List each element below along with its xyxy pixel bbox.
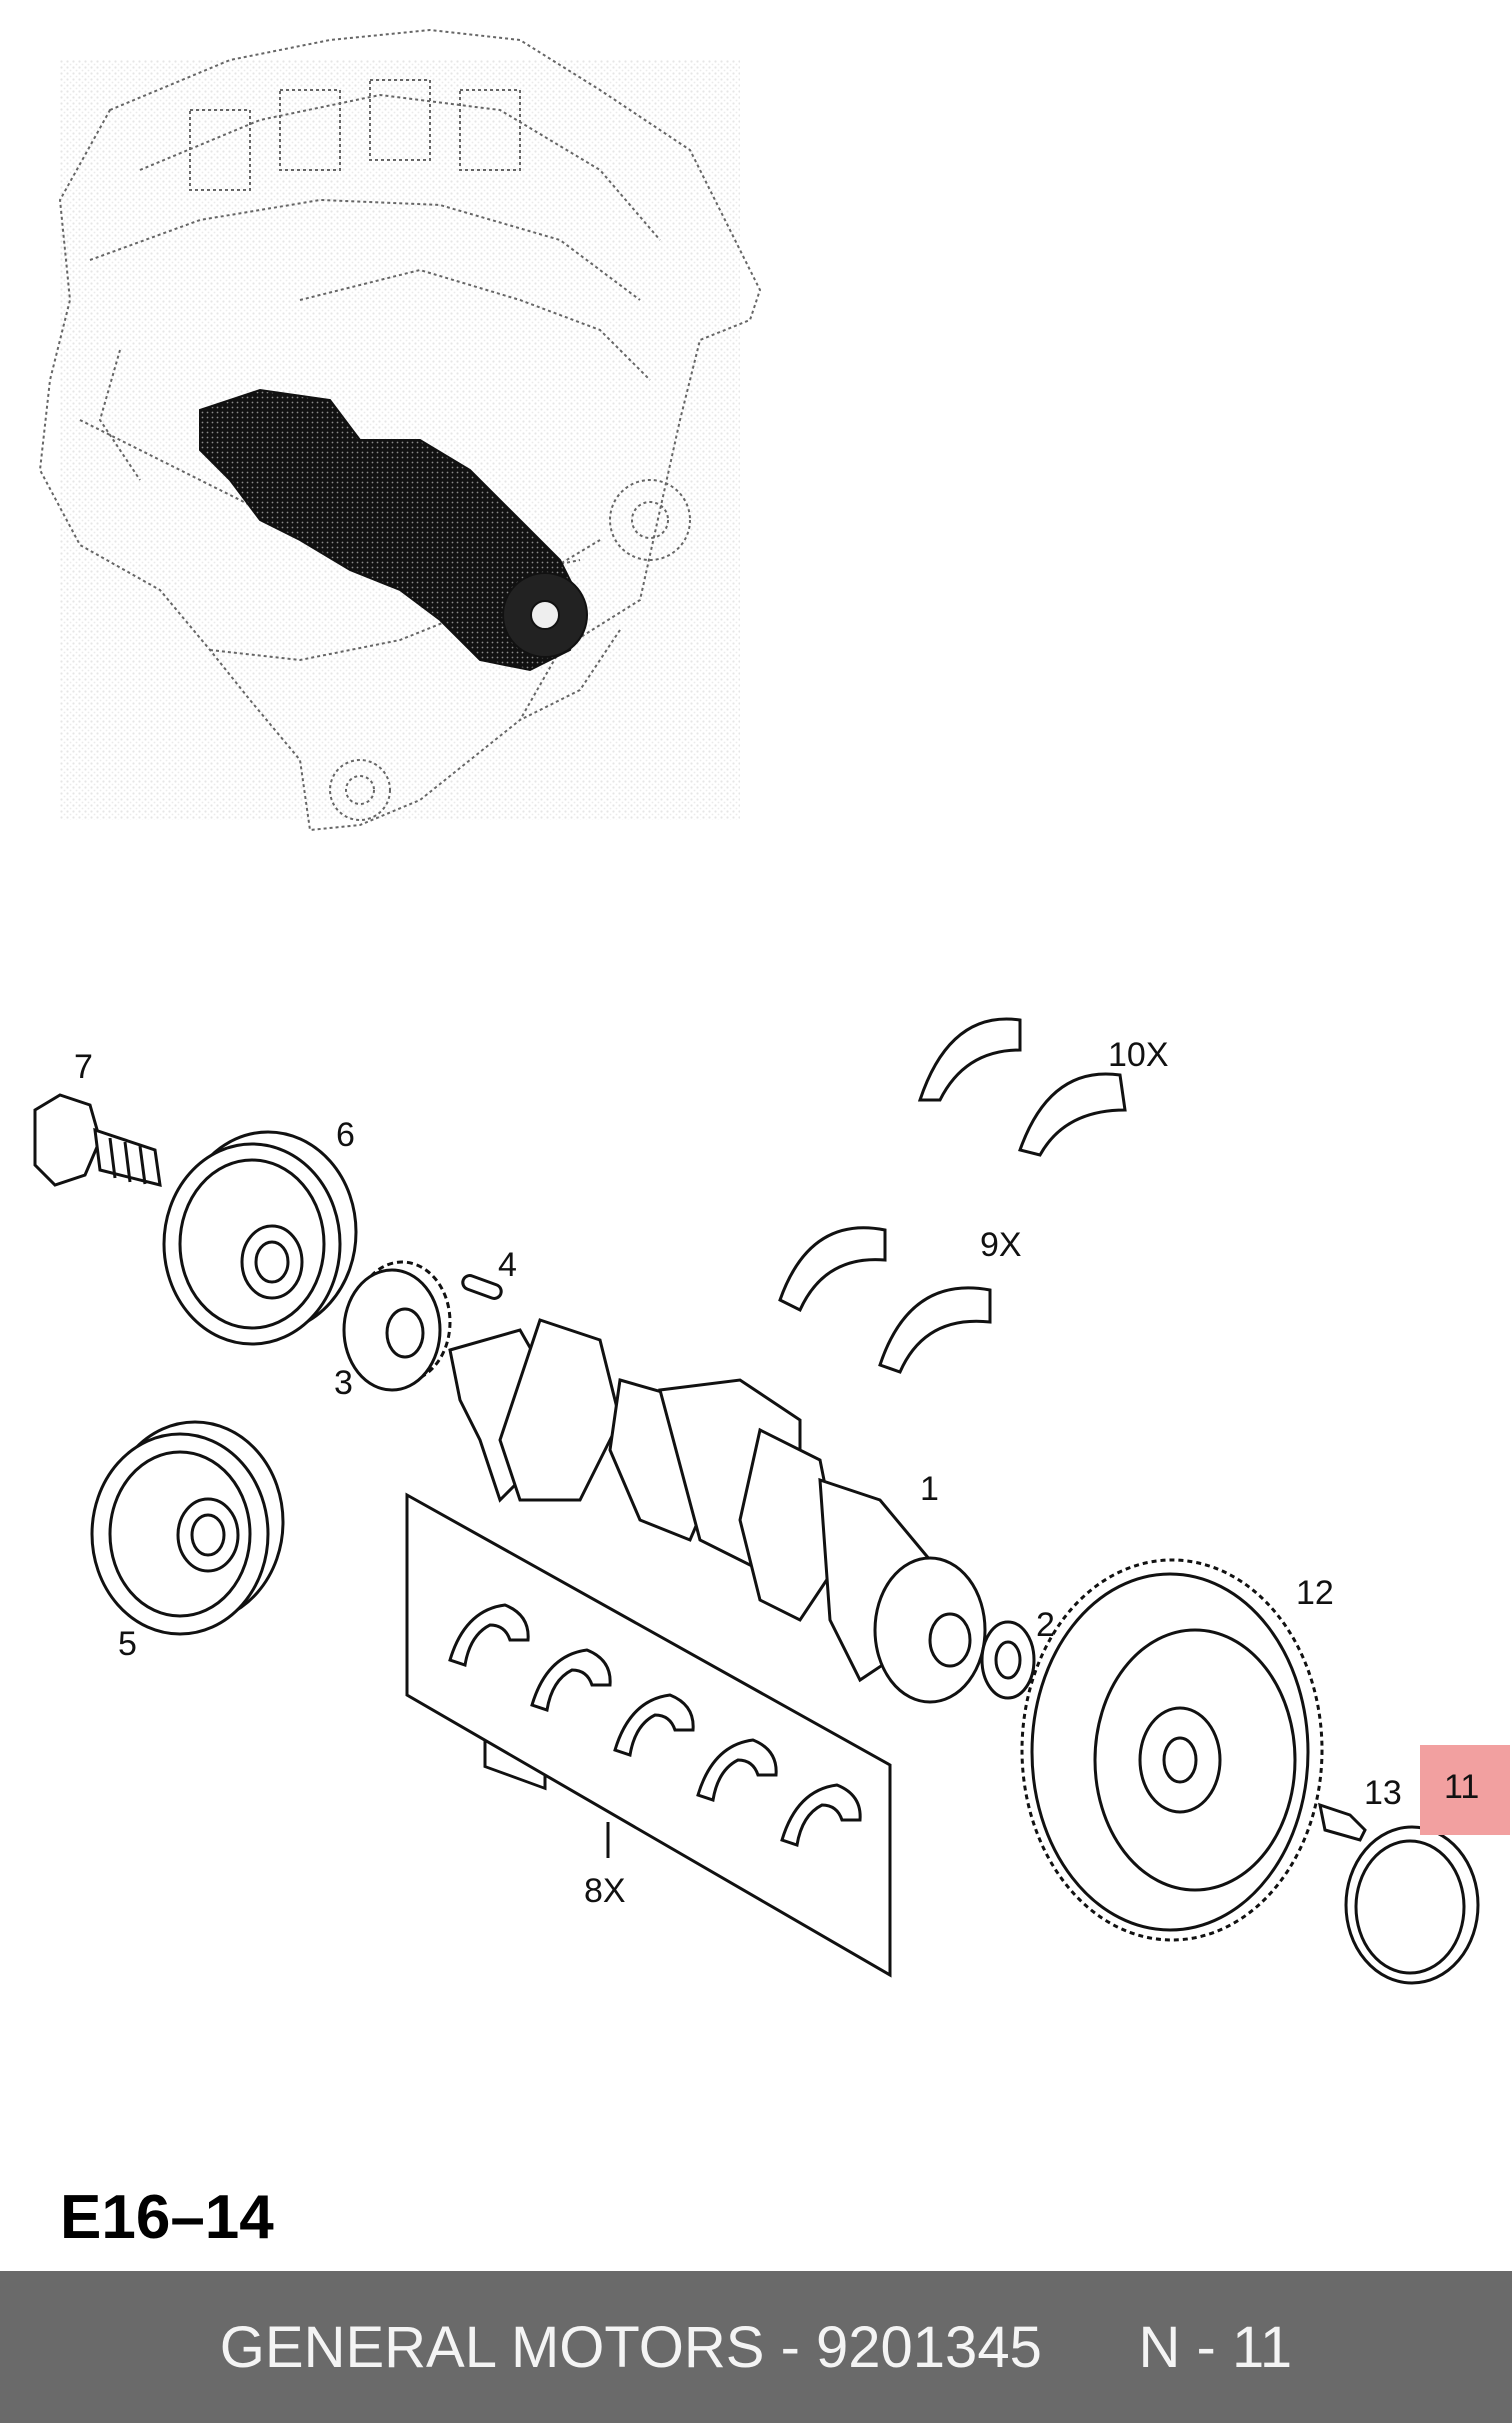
callout-2: 2 <box>1036 1606 1055 1644</box>
part-11-rear-seal <box>1344 1825 1480 1985</box>
footer-ref-number: 11 <box>1231 2314 1293 2380</box>
part-5-pulley <box>90 1420 285 1636</box>
diagram-code: E16–14 <box>60 2183 274 2252</box>
exploded-parts-diagram: 7 6 4 3 5 1 2 10X 9X 8X 12 13 11 <box>33 28 1510 1985</box>
part-13-flywheel-bolt <box>1318 1802 1367 1842</box>
callout-13: 13 <box>1364 1774 1402 1812</box>
callout-4: 4 <box>498 1246 517 1284</box>
part-2-pilot-bearing <box>980 1620 1036 1700</box>
footer-spacer-2 <box>800 2314 816 2381</box>
part-6-crank-pulley <box>162 1130 358 1346</box>
part-9x-bearing-shells <box>778 1226 992 1374</box>
footer-separator: - <box>780 2314 800 2380</box>
part-12-flywheel <box>1020 1558 1324 1942</box>
part-1-crankshaft <box>448 1318 987 1791</box>
callout-6: 6 <box>336 1116 355 1154</box>
part-8x-bearing-shells <box>405 1492 892 1978</box>
footer-spacer <box>764 2314 780 2381</box>
footer-part-number: 9201345 <box>816 2314 1042 2380</box>
callout-5: 5 <box>118 1625 137 1663</box>
callout-8x: 8X <box>584 1872 626 1910</box>
part-4-woodruff-key <box>461 1274 503 1300</box>
callout-3: 3 <box>334 1364 353 1402</box>
part-10x-thrust-washers <box>917 1017 1127 1157</box>
callout-11-highlight <box>1420 1745 1510 1835</box>
callout-11: 11 <box>1444 1768 1479 1806</box>
callout-1: 1 <box>920 1470 939 1508</box>
footer-ref-prefix: N <box>1138 2314 1181 2380</box>
callout-10x: 10X <box>1108 1036 1169 1074</box>
part-7-pulley-bolt <box>33 1093 162 1187</box>
footer-gap <box>1042 2314 1139 2381</box>
footer-bar: GENERAL MOTORS - 9201345 N - 11 <box>0 2271 1512 2423</box>
footer-spacer-3: - <box>1180 2314 1232 2380</box>
crankshaft-overview <box>199 388 588 672</box>
callout-7: 7 <box>74 1048 93 1086</box>
callout-labels: 7 6 4 3 5 1 2 10X 9X 8X 12 13 11 <box>74 1036 1479 1910</box>
part-3-crank-sprocket <box>342 1260 452 1392</box>
callout-9x: 9X <box>980 1226 1022 1264</box>
footer-brand: GENERAL MOTORS <box>219 2314 765 2380</box>
callout-12: 12 <box>1296 1574 1334 1612</box>
